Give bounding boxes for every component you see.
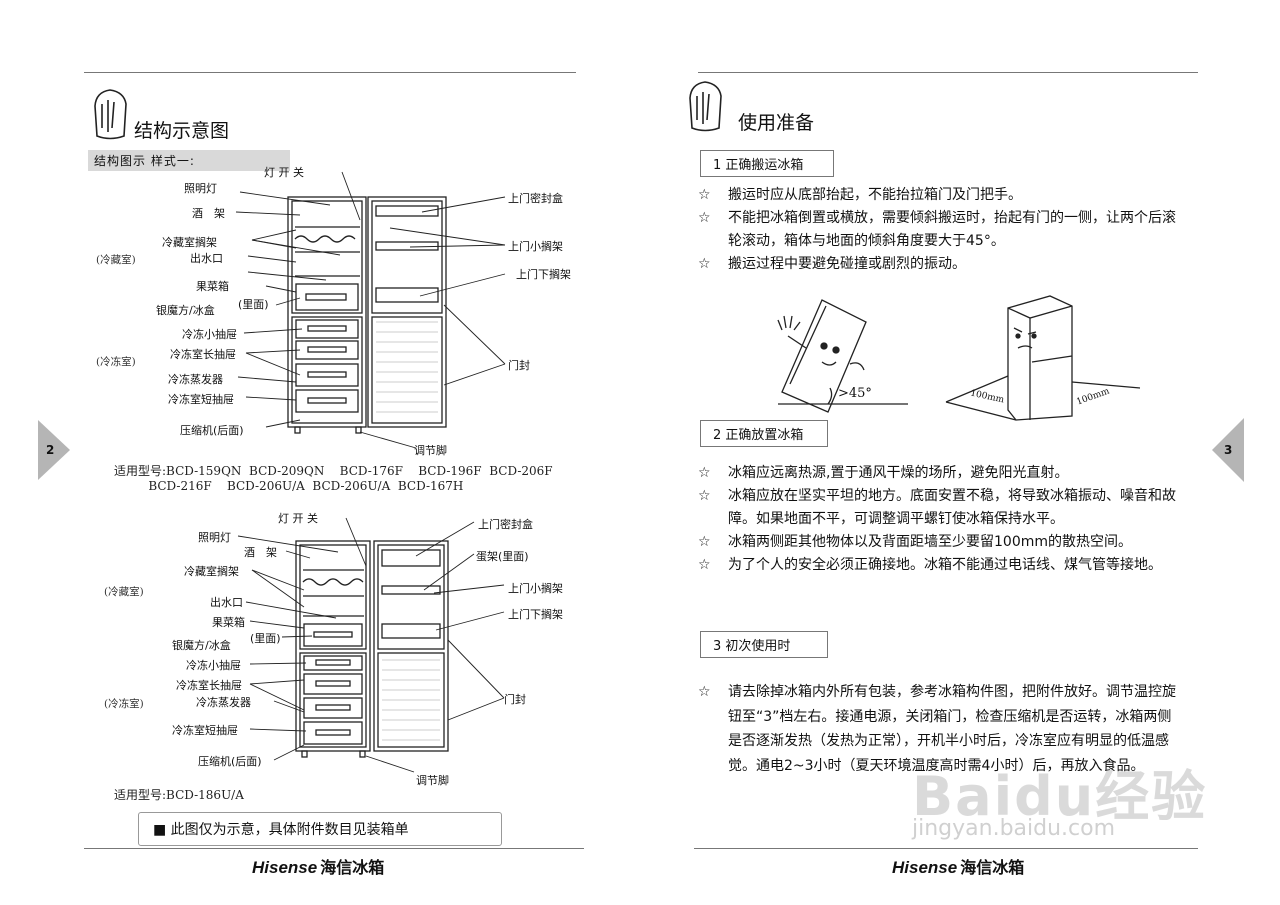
watermark-url: jingyan.baidu.com: [912, 816, 1116, 841]
section-1-heading: 1 正确搬运冰箱: [700, 150, 834, 177]
label-freezer-short-drawer: 冷冻室短抽屉: [168, 393, 234, 406]
left-page-number: 2: [46, 443, 55, 457]
tilt-angle-label: >45°: [838, 386, 872, 401]
left-bottom-rule: [84, 848, 584, 849]
right-top-rule: [698, 72, 1198, 73]
star-bullet: ☆: [698, 210, 711, 226]
label-ice-box-2: 银魔方/冰盒: [172, 639, 231, 652]
label-lamp: 照明灯: [184, 182, 217, 195]
section-2-item-2: ☆冰箱应放在坚实平坦的地方。底面安置不稳，将导致冰箱振动、噪音和故障。如果地面不…: [698, 485, 1178, 531]
label-crisper: 果菜箱: [196, 280, 229, 293]
label-inside-2: (里面): [250, 632, 281, 645]
star-bullet: ☆: [698, 534, 711, 550]
star-bullet: ☆: [698, 187, 711, 203]
model-list-1-line-1: 适用型号:BCD-159QN BCD-209QN BCD-176F BCD-19…: [114, 464, 553, 478]
label-freezer-small-drawer: 冷冻小抽屉: [182, 328, 237, 341]
watermark-logo: Baidu经验: [912, 765, 1208, 828]
model-list-1-line-2: BCD-216F BCD-206U/A BCD-206U/A BCD-167H: [114, 479, 464, 493]
label-light-switch: 灯 开 关: [264, 166, 304, 179]
model-list-2: 适用型号:BCD-186U/A: [114, 788, 244, 802]
label-door-lower-shelf: 上门下搁架: [516, 268, 571, 281]
label-door-lower-shelf-2: 上门下搁架: [508, 608, 563, 621]
label-lamp-2: 照明灯: [198, 531, 231, 544]
star-bullet: ☆: [698, 488, 711, 504]
label-evaporator: 冷冻蒸发器: [168, 373, 223, 386]
star-bullet: ☆: [698, 465, 711, 481]
label-freezer-room-2: (冷冻室): [104, 698, 144, 710]
label-foot: 调节脚: [414, 444, 447, 457]
section-3-heading: 3 初次使用时: [700, 631, 828, 658]
accessory-note: ■ 此图仅为示意，具体附件数目见装箱单: [138, 812, 502, 846]
label-wine-rack: 酒 架: [192, 207, 225, 220]
right-bottom-rule: [694, 848, 1198, 849]
section-1-item-3: ☆搬运过程中要避免碰撞或剧烈的振动。: [698, 253, 1178, 276]
fridge-header-icon: [94, 89, 127, 140]
label-wine-rack-2: 酒 架: [244, 546, 277, 559]
page-tab-right: [1212, 418, 1244, 482]
label-door-small-shelf-2: 上门小搁架: [508, 582, 563, 595]
label-fridge-shelf-2: 冷藏室搁架: [184, 565, 239, 578]
standing-fridge-illustration: [945, 295, 1141, 421]
label-egg-rack-2: 蛋架(里面): [476, 550, 529, 563]
section-1-item-2: ☆不能把冰箱倒置或横放，需要倾斜搬运时，抬起有门的一侧，让两个后滚轮滚动，箱体与…: [698, 207, 1178, 253]
label-compressor: 压缩机(后面): [180, 424, 244, 437]
page-tab-left: [38, 420, 70, 480]
brand-name: Hisense: [252, 858, 318, 877]
section-1-item-1: ☆搬运时应从底部抬起，不能抬拉箱门及门把手。: [698, 184, 1178, 207]
fridge-diagram-1: [287, 196, 447, 434]
label-inside: (里面): [238, 298, 269, 311]
structure-subtitle: 结构图示 样式一:: [88, 150, 290, 171]
label-freezer-long-drawer: 冷冻室长抽屉: [170, 348, 236, 361]
star-bullet: ☆: [698, 256, 711, 272]
brand-name-cn: 海信冰箱: [960, 860, 1025, 877]
brand-name-cn: 海信冰箱: [320, 860, 385, 877]
section-2-item-4: ☆为了个人的安全必须正确接地。冰箱不能通过电话线、煤气管等接地。: [698, 554, 1178, 577]
label-fridge-room: (冷藏室): [96, 254, 136, 266]
label-freezer-small-drawer-2: 冷冻小抽屉: [186, 659, 241, 672]
label-foot-2: 调节脚: [416, 774, 449, 787]
label-fridge-shelf: 冷藏室搁架: [162, 236, 217, 249]
left-top-rule: [84, 72, 576, 73]
label-water-outlet-2: 出水口: [210, 596, 243, 609]
star-bullet: ☆: [698, 557, 711, 573]
right-page-title: 使用准备: [738, 112, 815, 134]
left-page-title: 结构示意图: [134, 120, 230, 142]
section-2-item-3: ☆冰箱两侧距其他物体以及背面距墙至少要留100mm的散热空间。: [698, 531, 1178, 554]
label-water-outlet: 出水口: [190, 252, 223, 265]
label-light-switch-2: 灯 开 关: [278, 512, 318, 525]
label-ice-box: 银魔方/冰盒: [156, 304, 215, 317]
label-evaporator-2: 冷冻蒸发器: [196, 696, 251, 709]
label-door-box: 上门密封盒: [508, 192, 563, 205]
label-freezer-room: (冷冻室): [96, 356, 136, 368]
leader-lines-1: [235, 171, 506, 449]
fridge-diagram-2: [295, 540, 449, 758]
label-door-seal-2: 门封: [504, 693, 526, 706]
label-fridge-room-2: (冷藏室): [104, 586, 144, 598]
label-freezer-long-drawer-2: 冷冻室长抽屉: [176, 679, 242, 692]
section-3-item-1: ☆请去除掉冰箱内外所有包装，参考冰箱构件图，把附件放好。调节温控旋钮至“3”档左…: [698, 680, 1178, 778]
section-2-item-1: ☆冰箱应远离热源,置于通风干燥的场所，避免阳光直射。: [698, 462, 1178, 485]
label-freezer-short-drawer-2: 冷冻室短抽屉: [172, 724, 238, 737]
section-2-heading: 2 正确放置冰箱: [700, 420, 828, 447]
tilt-fridge-illustration: [777, 299, 908, 413]
label-door-box-2: 上门密封盒: [478, 518, 533, 531]
leader-lines-2: [237, 517, 505, 773]
star-bullet: ☆: [698, 684, 711, 700]
label-crisper-2: 果菜箱: [212, 616, 245, 629]
label-door-small-shelf: 上门小搁架: [508, 240, 563, 253]
label-door-seal: 门封: [508, 359, 530, 372]
fridge-header-icon-right: [689, 81, 722, 132]
label-compressor-2: 压缩机(后面): [198, 755, 262, 768]
brand-name: Hisense: [892, 858, 958, 877]
right-page-number: 3: [1224, 443, 1233, 457]
